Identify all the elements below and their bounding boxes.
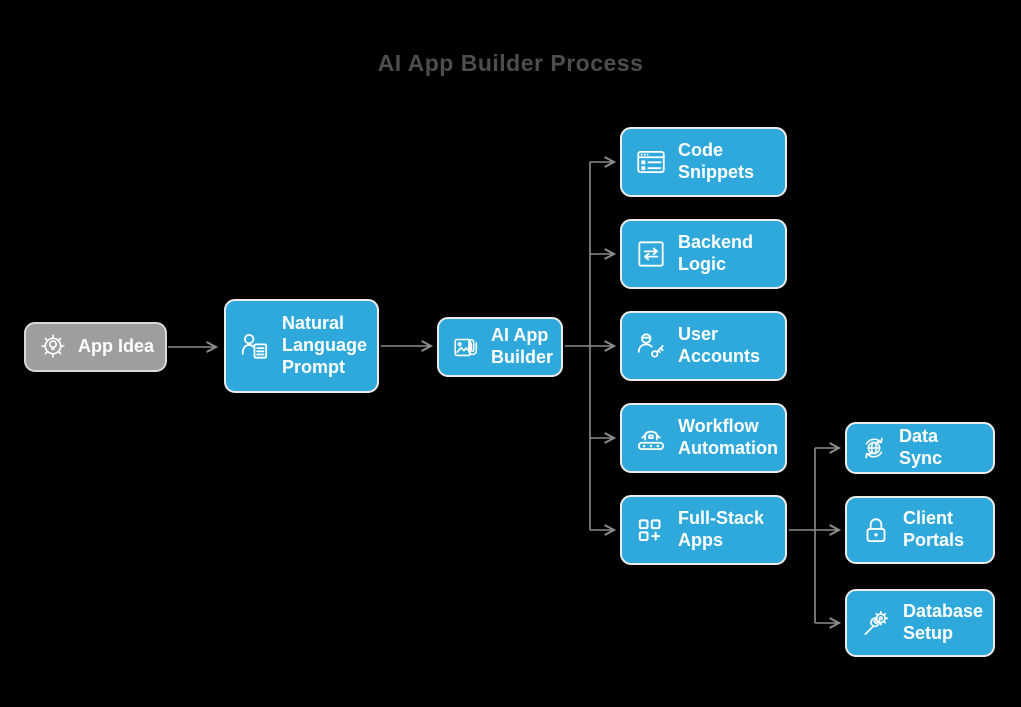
node-backend-logic: Backend Logic xyxy=(620,219,787,289)
gear-lightbulb-icon xyxy=(38,332,68,362)
node-label: App Idea xyxy=(78,336,155,357)
node-client-portals: Client Portals xyxy=(845,496,995,564)
window-list-icon xyxy=(634,145,668,179)
node-label: Backend Logic xyxy=(678,232,754,274)
node-label: Full-Stack Apps xyxy=(678,508,765,550)
robot-conveyor-icon xyxy=(634,421,668,455)
node-label: Data Sync xyxy=(899,426,943,468)
person-document-icon xyxy=(238,329,272,363)
node-label: User Accounts xyxy=(678,324,761,366)
node-app-idea: App Idea xyxy=(24,322,167,372)
user-key-icon xyxy=(634,329,668,363)
globe-sync-icon xyxy=(859,433,889,463)
node-label: Client Portals xyxy=(903,508,965,550)
page-title: AI App Builder Process xyxy=(377,50,644,76)
node-natural-language-prompt: Natural Language Prompt xyxy=(224,299,379,393)
swap-arrows-icon xyxy=(634,237,668,271)
node-ai-app-builder: AI App Builder xyxy=(437,317,563,377)
node-label: Workflow Automation xyxy=(678,416,778,458)
node-data-sync: Data Sync xyxy=(845,422,995,474)
node-code-snippets: Code Snippets xyxy=(620,127,787,197)
image-attachment-icon xyxy=(451,332,481,362)
wrench-gear-icon xyxy=(859,606,893,640)
node-workflow-automation: Workflow Automation xyxy=(620,403,787,473)
node-label: AI App Builder xyxy=(491,325,554,367)
node-label: Code Snippets xyxy=(678,140,755,182)
modules-plus-icon xyxy=(634,513,668,547)
node-label: Natural Language Prompt xyxy=(282,313,368,377)
node-database-setup: Database Setup xyxy=(845,589,995,657)
padlock-icon xyxy=(859,513,893,547)
node-user-accounts: User Accounts xyxy=(620,311,787,381)
node-full-stack-apps: Full-Stack Apps xyxy=(620,495,787,565)
node-label: Database Setup xyxy=(903,601,984,643)
